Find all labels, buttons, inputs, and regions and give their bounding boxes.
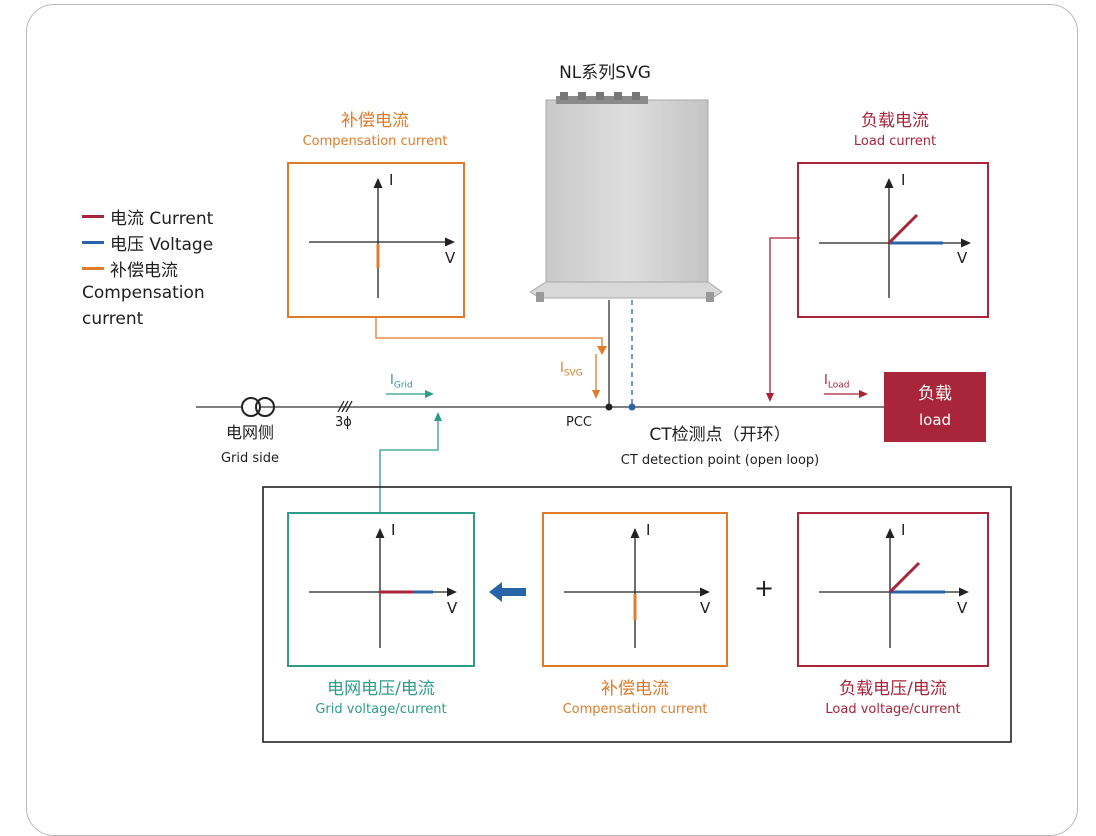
top-compensation-v-axis: V — [445, 249, 456, 267]
bottom-compensation-title-en: Compensation current — [562, 702, 708, 717]
top-compensation-axes — [309, 178, 455, 298]
bottom-grid-i-axis: I — [391, 521, 396, 539]
summary-frame — [262, 486, 1012, 743]
ct-label-zh: CT检测点（开环） — [649, 425, 791, 445]
bottom-grid-panel: I V — [287, 512, 475, 667]
transformer-icon — [241, 397, 261, 417]
legend-current-label: 电流 Current — [110, 209, 214, 229]
wiring-diagram — [196, 237, 1012, 743]
pcc-label: PCC — [566, 415, 592, 430]
bottom-grid-axes — [309, 528, 457, 648]
bottom-compensation-title-zh: 补偿电流 — [601, 679, 669, 699]
bottom-load-v-axis: V — [957, 599, 968, 617]
bottom-load-i-axis: I — [901, 521, 906, 539]
i-grid-label: IGrid — [390, 373, 413, 391]
ct-label-en: CT detection point (open loop) — [620, 453, 820, 468]
current-swatch — [82, 215, 104, 218]
load-block-zh: 负载 — [918, 384, 952, 404]
bottom-load-panel: I V — [797, 512, 989, 667]
plus-sign: + — [754, 574, 775, 602]
legend-compensation: 补偿电流 — [82, 256, 178, 281]
bottom-grid-v-axis: V — [447, 599, 458, 617]
phase-label: 3ϕ — [335, 415, 352, 430]
top-load-title-zh: 负载电流 — [861, 111, 929, 131]
svg-device-image — [529, 92, 723, 302]
top-load-i-axis: I — [901, 171, 906, 189]
device-title: NL系列SVG — [559, 63, 651, 83]
bottom-compensation-v-axis: V — [700, 599, 711, 617]
legend-compensation-label: 补偿电流 — [110, 261, 178, 281]
bottom-compensation-panel: I V — [542, 512, 728, 667]
compensation-swatch — [82, 267, 104, 270]
bottom-compensation-i-axis: I — [646, 521, 651, 539]
bottom-load-title-zh: 负载电压/电流 — [839, 679, 947, 699]
legend-voltage-label: 电压 Voltage — [110, 235, 214, 255]
pcc-node — [605, 403, 613, 411]
load-feedback-line — [769, 237, 800, 395]
legend-voltage: 电压 Voltage — [82, 230, 213, 255]
legend-compensation-label-3: current — [82, 309, 144, 329]
bottom-grid-title-en: Grid voltage/current — [315, 702, 447, 717]
result-arrow-icon — [489, 582, 526, 602]
top-load-panel: I V — [797, 162, 989, 318]
ct-node — [628, 403, 636, 411]
legend-compensation-label-2: Compensation — [82, 283, 205, 303]
top-compensation-panel: I V — [287, 162, 465, 318]
top-compensation-i-axis: I — [389, 171, 394, 189]
bottom-load-title-en: Load voltage/current — [825, 702, 961, 717]
three-phase-mark-icon — [337, 400, 345, 413]
i-svg-label: ISVG — [560, 361, 583, 379]
legend-current: 电流 Current — [82, 204, 213, 229]
load-block-en: load — [918, 411, 952, 429]
top-load-title-en: Load current — [853, 134, 937, 149]
bottom-compensation-axes — [564, 528, 710, 648]
top-compensation-title-en: Compensation current — [302, 134, 448, 149]
top-load-v-axis: V — [957, 249, 968, 267]
i-load-label: ILoad — [824, 373, 850, 391]
grid-feedback-line — [379, 420, 439, 512]
top-compensation-title-zh: 补偿电流 — [341, 111, 409, 131]
bottom-grid-title-zh: 电网电压/电流 — [327, 679, 435, 699]
bottom-load-axes — [819, 528, 969, 648]
load-block: 负载 load — [884, 372, 986, 442]
top-load-axes — [819, 178, 971, 298]
compensation-feed-line — [375, 318, 603, 350]
grid-side-en: Grid side — [220, 451, 280, 466]
grid-side-zh: 电网侧 — [225, 423, 274, 442]
voltage-swatch — [82, 241, 104, 244]
